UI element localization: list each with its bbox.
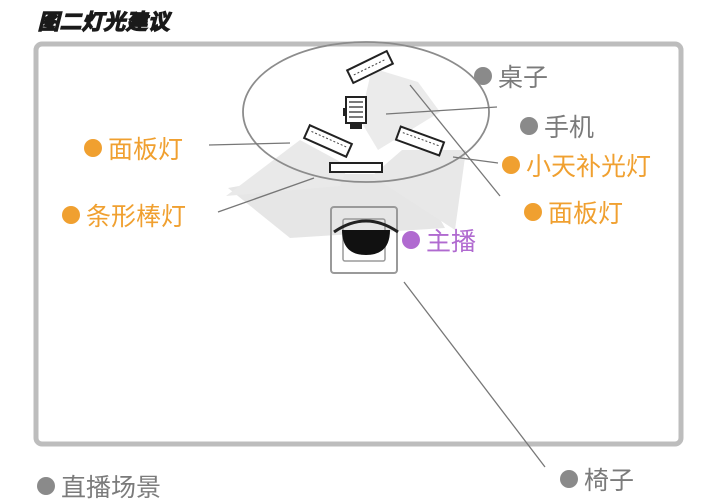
label-chair: 椅子 xyxy=(560,461,634,497)
gray-dot-icon xyxy=(520,117,538,135)
gray-dot-icon xyxy=(474,67,492,85)
room-outline xyxy=(33,41,684,447)
beam-right-panel xyxy=(372,150,466,230)
desk xyxy=(242,41,490,183)
purple-dot-icon xyxy=(402,231,420,249)
label-streamer: 主播 xyxy=(402,222,476,258)
orange-dot-icon xyxy=(62,206,80,224)
label-panel-light-right: 面板灯 xyxy=(524,194,623,230)
orange-dot-icon xyxy=(502,156,520,174)
phone-device xyxy=(343,96,367,129)
orange-dot-icon xyxy=(524,203,542,221)
top-panel-light xyxy=(345,49,395,85)
gray-dot-icon xyxy=(37,477,55,495)
label-strip-light: 条形棒灯 xyxy=(62,197,186,233)
diagram-title: 图二灯光建议 xyxy=(37,9,170,34)
gray-dot-icon xyxy=(560,470,578,488)
label-desk: 桌子 xyxy=(474,58,548,94)
beam-left-panel xyxy=(226,140,348,196)
label-live-scene: 直播场景 xyxy=(37,468,161,504)
left-panel-light xyxy=(302,123,354,159)
label-phone: 手机 xyxy=(520,108,594,144)
chair xyxy=(330,206,398,274)
label-small-fill-light: 小天补光灯 xyxy=(502,147,651,183)
leader-lines xyxy=(208,84,546,468)
orange-dot-icon xyxy=(84,139,102,157)
streamer-figure xyxy=(333,219,399,255)
label-panel-light-left: 面板灯 xyxy=(84,130,183,166)
beam-top-light xyxy=(360,68,440,150)
right-panel-light xyxy=(394,125,446,157)
strip-light xyxy=(329,162,383,173)
